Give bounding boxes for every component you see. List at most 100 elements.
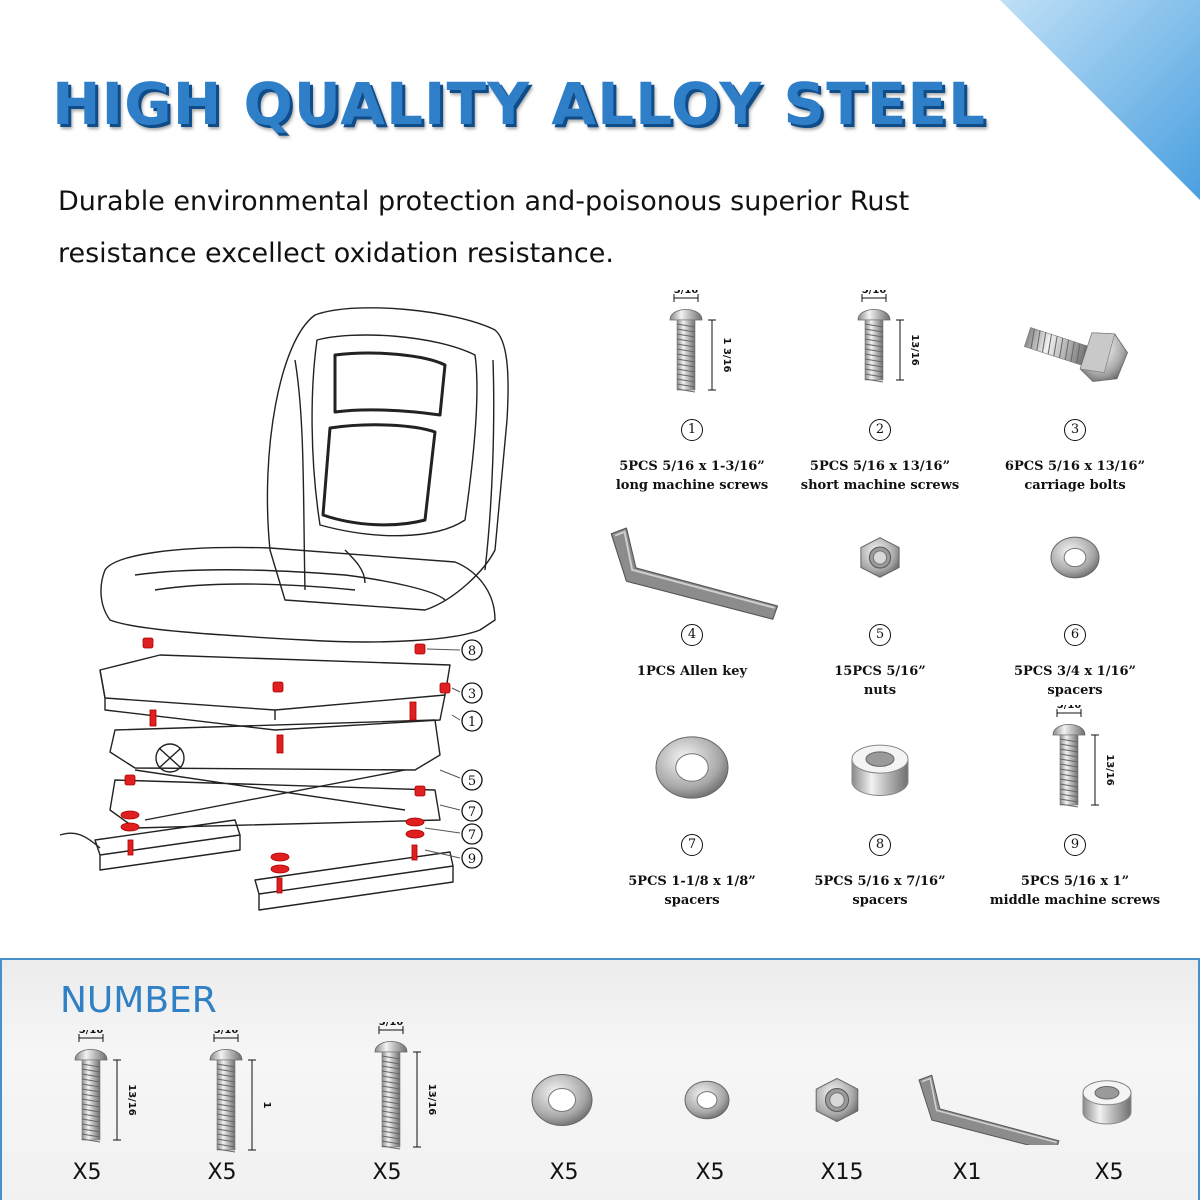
part-2: 5/16 13/16 2 5PCS 5/16 x 13/16” short machin… (780, 290, 980, 495)
seat-cushion (100, 546, 496, 643)
quantity-label: X5 (207, 1160, 237, 1185)
number-item (507, 1055, 617, 1145)
quantity-label: X5 (72, 1160, 102, 1185)
part-spec: 15PCS 5/16” (834, 664, 926, 679)
nut-icon (815, 1077, 859, 1123)
part-4: 4 1PCS Allen key (592, 495, 792, 681)
part-spec: 5PCS 5/16 x 7/16” (814, 874, 946, 889)
svg-text:5/16: 5/16 (214, 1030, 239, 1036)
svg-text:5/16: 5/16 (79, 1030, 104, 1036)
part-image (780, 705, 980, 830)
lower-rail-right (254, 851, 454, 911)
callout-5: 5 (468, 774, 476, 789)
svg-text:13/16: 13/16 (426, 1084, 437, 1116)
part-image: 5/16 1 3/16 (592, 290, 792, 415)
part-spec: 6PCS 5/16 x 13/16” (1004, 459, 1146, 474)
part-number: 1 (681, 419, 703, 441)
nut-icon (860, 537, 900, 578)
quantity-label: X5 (372, 1160, 402, 1185)
screw-icon: 5/16 13/16 (74, 1030, 137, 1143)
allen-key-icon (918, 1074, 1060, 1145)
part-number: 4 (681, 624, 703, 646)
number-item (1052, 1055, 1162, 1145)
callout-1: 1 (468, 715, 476, 730)
part-description: spacers (664, 893, 720, 908)
svg-text:5/16: 5/16 (674, 290, 699, 296)
part-description: spacers (852, 893, 908, 908)
part-3: 3 6PCS 5/16 x 13/16” carriage bolts (975, 290, 1175, 495)
screw-icon: 5/16 13/16 (1052, 705, 1115, 808)
number-item (902, 1055, 1072, 1145)
callout-7a: 7 (468, 805, 476, 820)
bolt-icon (1023, 327, 1128, 382)
part-spec: 5PCS 1-1/8 x 1/8” (628, 874, 756, 889)
part-number: 3 (1064, 419, 1086, 441)
part-9: 5/16 13/16 9 5PCS 5/16 x 1” middle machine s… (975, 705, 1175, 910)
part-number: 9 (1064, 834, 1086, 856)
screw-icon: 5/161 (209, 1030, 272, 1153)
part-6: 6 5PCS 3/4 x 1/16” spacers (975, 495, 1175, 700)
part-spec: 5PCS 5/16 x 1” (1020, 874, 1130, 889)
washer-icon (684, 1080, 730, 1120)
quantity-label: X5 (549, 1160, 579, 1185)
part-image (592, 705, 792, 830)
washer-icon (531, 1074, 593, 1126)
corner-accent (1000, 0, 1200, 200)
quantity-label: X1 (952, 1160, 982, 1185)
seat-backrest (266, 307, 509, 611)
lower-rail-left (94, 819, 241, 871)
part-description: middle machine screws (989, 893, 1161, 908)
part-description: long machine screws (615, 478, 769, 493)
number-item: 5/16 13/16 (342, 1022, 452, 1167)
quantity-label: X5 (695, 1160, 725, 1185)
part-spec: 5PCS 3/4 x 1/16” (1013, 664, 1137, 679)
part-description: spacers (1047, 683, 1103, 698)
part-image: 5/16 13/16 (780, 290, 980, 415)
washer-icon (655, 736, 729, 799)
number-item (652, 1055, 762, 1145)
intro-line-2: resistance excellect oxidation resistanc… (58, 238, 614, 269)
svg-text:5/16: 5/16 (862, 290, 887, 296)
sleeve-spacer-icon (1082, 1080, 1132, 1125)
part-1: 5/16 1 3/16 1 5PCS 5/16 x 1-3/16” long machi… (592, 290, 792, 495)
part-spec: 5PCS 5/16 x 13/16” (809, 459, 951, 474)
svg-text:5/16: 5/16 (1057, 705, 1082, 711)
screw-icon: 5/16 1 3/16 (669, 290, 732, 393)
allen-key-icon (610, 527, 779, 620)
part-description: short machine screws (800, 478, 960, 493)
part-image (975, 290, 1175, 415)
svg-text:13/16: 13/16 (1104, 754, 1115, 786)
part-image (975, 495, 1175, 620)
part-number: 2 (869, 419, 891, 441)
intro-line-1: Durable environmental protection and-poi… (58, 186, 910, 217)
part-number: 6 (1064, 624, 1086, 646)
part-description: nuts (863, 683, 897, 698)
screw-icon: 5/16 13/16 (857, 290, 920, 383)
part-spec: 5PCS 5/16 x 1-3/16” (619, 459, 765, 474)
callout-9: 9 (468, 852, 476, 867)
part-spec: 1PCS Allen key (636, 664, 748, 679)
washer-icon (1050, 536, 1100, 579)
seat-exploded-diagram: 8 3 1 5 7 7 9 (59, 307, 509, 911)
sleeve-spacer-icon (851, 744, 909, 796)
suspension-frame (109, 719, 441, 771)
part-number: 5 (869, 624, 891, 646)
svg-text:1 3/16: 1 3/16 (721, 338, 732, 373)
callout-8: 8 (468, 644, 476, 659)
svg-text:5/16: 5/16 (379, 1022, 404, 1028)
screw-icon: 5/16 13/16 (374, 1022, 437, 1150)
number-item (782, 1055, 892, 1145)
svg-text:13/16: 13/16 (909, 334, 920, 366)
part-image (780, 495, 980, 620)
svg-text:13/16: 13/16 (126, 1084, 137, 1116)
callout-3: 3 (468, 687, 476, 702)
part-image: 5/16 13/16 (975, 705, 1175, 830)
number-item: 5/16 13/16 (42, 1030, 152, 1160)
part-5: 5 15PCS 5/16” nuts (780, 495, 980, 700)
quantity-label: X5 (1094, 1160, 1124, 1185)
callout-7b: 7 (468, 828, 476, 843)
part-description: carriage bolts (1024, 478, 1126, 493)
